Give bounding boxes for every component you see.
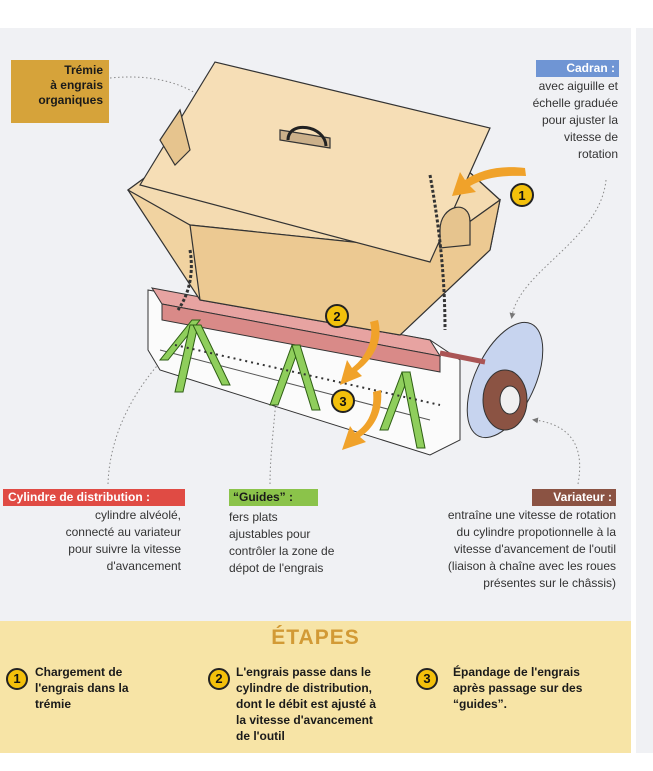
cadran-label-title: Cadran : (536, 60, 619, 77)
svg-text:2: 2 (333, 309, 340, 324)
variator (439, 321, 544, 439)
step-1-text: Chargement de l'engrais dans la trémie (35, 665, 129, 711)
step-3-number: 3 (416, 668, 438, 690)
flow-arrows (340, 167, 526, 450)
guides (158, 319, 426, 449)
etapes-title: ÉTAPES (271, 626, 360, 649)
diagram-marker-2: 2 (325, 304, 349, 328)
step-1-number: 1 (6, 668, 28, 690)
guides-label-title: “Guides” : (229, 489, 318, 506)
step-2-text: L'engrais passe dans le cylindre de dist… (236, 665, 377, 743)
step-3-text: Épandage de l'engrais après passage sur … (453, 665, 583, 711)
svg-text:1: 1 (518, 188, 525, 203)
tremie-label: Trémie à engrais organiques (11, 60, 109, 123)
hopper (126, 61, 501, 336)
chain (428, 174, 447, 331)
diagram-marker-1: 1 (510, 183, 534, 207)
etapes-panel (0, 621, 631, 753)
side-strip (636, 28, 653, 753)
svg-text:3: 3 (339, 394, 346, 409)
leader-cylindre (107, 316, 213, 485)
leader-variateur (532, 417, 581, 485)
step-2-number: 2 (208, 668, 230, 690)
guides-label-description: fers plats ajustables pour contrôler la … (229, 510, 335, 575)
cadran-label-description: avec aiguille et échelle graduée pour aj… (532, 79, 618, 161)
leader-cadran (509, 179, 607, 319)
variateur-label-description: entraîne une vitesse de rotation du cyli… (447, 508, 616, 590)
variateur-label-title: Variateur : (532, 489, 616, 506)
cylindre-label-title: Cylindre de distribution : (3, 489, 185, 506)
diagram-marker-3: 3 (331, 389, 355, 413)
cylindre-label-description: cylindre alvéolé, connecté au variateur … (65, 508, 181, 573)
